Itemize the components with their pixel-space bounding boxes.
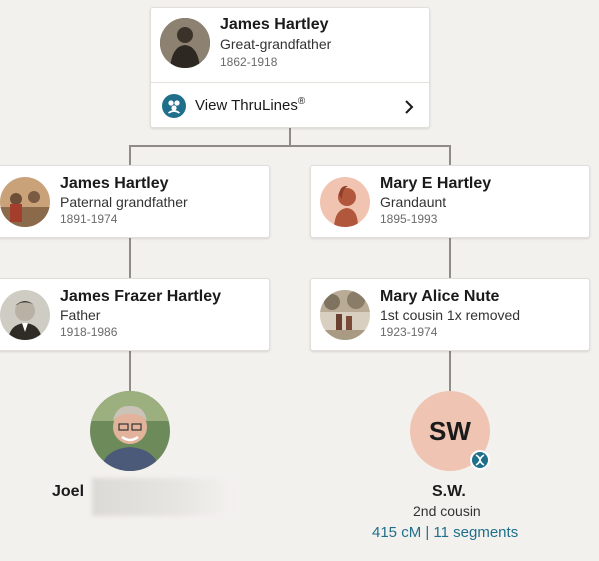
connector-right-down	[449, 145, 451, 165]
ancestor-photo	[0, 177, 50, 227]
ancestor-card-father[interactable]: James Frazer Hartley Father 1918-1986	[0, 278, 270, 351]
ancestor-relationship: Father	[60, 307, 101, 323]
ancestor-name: James Frazer Hartley	[60, 288, 221, 305]
connector-top-vertical	[289, 128, 291, 145]
ancestor-name: James Hartley	[60, 175, 169, 192]
connector-horizontal	[129, 145, 451, 147]
ancestor-card-paternal-grandfather[interactable]: James Hartley Paternal grandfather 1891-…	[0, 165, 270, 238]
thrulines-label: View ThruLines®	[195, 96, 305, 114]
relative-relationship: 1st cousin 1x removed	[380, 307, 521, 323]
self-name: Joel	[52, 483, 85, 500]
female-silhouette-icon	[320, 177, 370, 227]
relative-relationship: Grandaunt	[380, 194, 447, 210]
connector-right-bottom	[449, 351, 451, 391]
ancestor-name: James Hartley	[220, 16, 329, 33]
match-relationship: 2nd cousin	[413, 503, 481, 519]
registered-mark: ®	[297, 96, 306, 107]
ancestor-relationship: Paternal grandfather	[60, 194, 188, 210]
connector-left-mid	[129, 238, 131, 278]
connector-left-down	[129, 145, 131, 165]
ancestor-years: 1891-1974	[60, 212, 118, 226]
relative-years: 1923-1974	[380, 325, 438, 339]
ancestor-photo	[0, 290, 50, 340]
relative-photo	[320, 290, 370, 340]
chevron-right-icon	[401, 99, 417, 115]
ancestor-card-great-grandfather[interactable]: James Hartley Great-grandfather 1862-191…	[150, 7, 430, 128]
shared-dna-link[interactable]: 415 cM | 11 segments	[372, 524, 519, 541]
connector-right-mid	[449, 238, 451, 278]
view-thrulines-button[interactable]: View ThruLines®	[151, 82, 429, 131]
connector-left-bottom	[129, 351, 131, 391]
self-avatar[interactable]	[90, 391, 170, 471]
ancestor-relationship: Great-grandfather	[220, 36, 332, 52]
match-name: S.W.	[432, 483, 466, 500]
people-group-icon	[162, 94, 186, 118]
relative-card-cousin-removed[interactable]: Mary Alice Nute 1st cousin 1x removed 19…	[310, 278, 590, 351]
thrulines-text: View ThruLines	[195, 97, 298, 114]
ancestor-years: 1862-1918	[220, 55, 278, 69]
relative-years: 1895-1993	[380, 212, 438, 226]
relative-name: Mary Alice Nute	[380, 288, 500, 305]
redacted-surname	[92, 478, 232, 516]
ancestor-years: 1918-1986	[60, 325, 118, 339]
relative-name: Mary E Hartley	[380, 175, 492, 192]
ancestor-photo	[160, 18, 210, 68]
relative-card-grandaunt[interactable]: Mary E Hartley Grandaunt 1895-1993	[310, 165, 590, 238]
dna-icon	[470, 450, 490, 470]
